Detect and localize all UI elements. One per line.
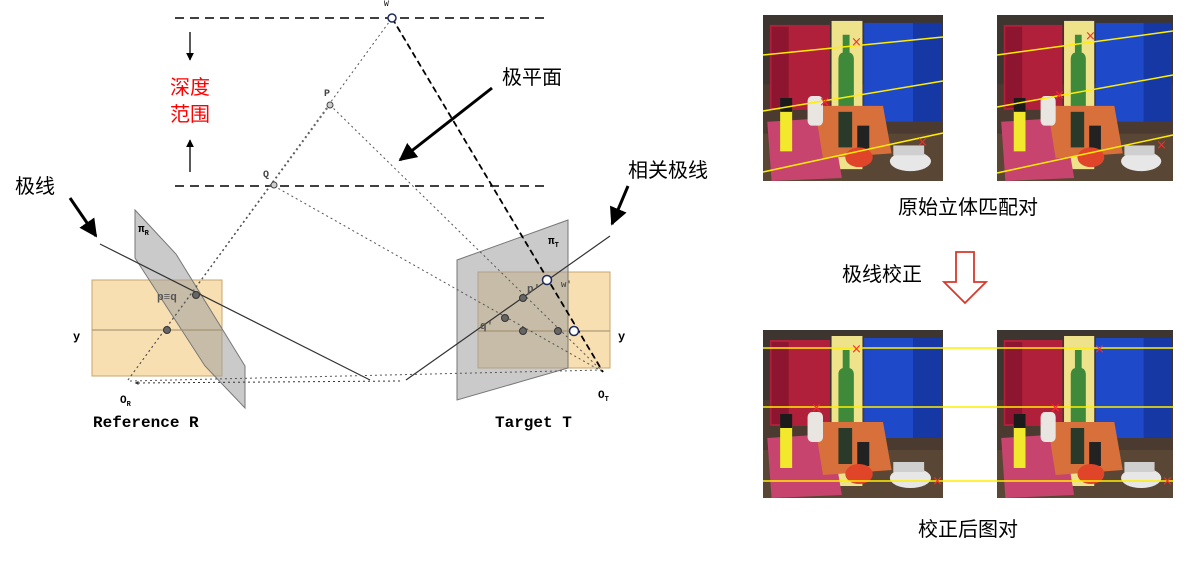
label-y-left: y bbox=[73, 330, 80, 344]
point-w-lower bbox=[541, 274, 553, 286]
match-marker: × bbox=[811, 401, 822, 416]
label-p-upper: P bbox=[324, 89, 330, 100]
projection-rays bbox=[127, 17, 604, 382]
label-w-lower: w' bbox=[561, 280, 572, 290]
match-marker: × bbox=[851, 342, 862, 357]
label-y-right: y bbox=[618, 330, 625, 344]
match-marker: × bbox=[1162, 474, 1173, 489]
photo-rectified-right bbox=[997, 330, 1173, 498]
label-o-t: OT bbox=[598, 390, 609, 404]
label-pi-t: πT bbox=[548, 236, 559, 250]
point-target-center-2 bbox=[554, 327, 562, 335]
arrow-corresponding-epipolar-line bbox=[609, 185, 630, 226]
match-marker: × bbox=[1156, 138, 1167, 153]
label-epipolar-line: 极线 bbox=[15, 174, 55, 198]
label-q-lower: q' bbox=[480, 321, 493, 333]
rectify-down-arrow-icon bbox=[941, 251, 989, 305]
corresponding-epipolar-line bbox=[405, 235, 611, 381]
label-pi-r: πR bbox=[138, 224, 150, 238]
point-p-upper bbox=[326, 101, 334, 109]
photo-original-left: × × × bbox=[762, 15, 944, 181]
target-projection-plane bbox=[456, 219, 569, 401]
label-rectify: 极线校正 bbox=[842, 262, 922, 286]
ray-w-target bbox=[391, 17, 604, 373]
match-marker: × bbox=[1050, 401, 1061, 416]
point-w-lower-projected bbox=[568, 325, 580, 337]
match-marker: × bbox=[819, 95, 830, 110]
caption-original: 原始立体匹配对 bbox=[898, 195, 1038, 219]
point-w-top bbox=[387, 13, 397, 23]
point-reference-center bbox=[163, 326, 171, 334]
caption-rectified: 校正后图对 bbox=[918, 517, 1018, 541]
label-q-upper: Q bbox=[263, 170, 269, 181]
arrow-epipolar-plane bbox=[398, 86, 493, 162]
label-reference: Reference R bbox=[93, 414, 199, 432]
label-p-lower: p' bbox=[527, 284, 540, 296]
point-q-upper bbox=[270, 181, 278, 189]
label-target: Target T bbox=[495, 414, 572, 432]
baseline-arrow bbox=[134, 380, 401, 385]
match-marker: × bbox=[851, 35, 862, 50]
depth-range-label-1: 深度 bbox=[170, 75, 210, 99]
photo-original-right: × × × bbox=[996, 15, 1174, 181]
match-marker: × bbox=[1094, 342, 1105, 357]
match-marker: × bbox=[1085, 29, 1096, 44]
epipolar-line bbox=[99, 243, 371, 381]
match-marker: × bbox=[932, 474, 943, 489]
point-q-lower bbox=[501, 314, 509, 322]
label-p-equiv-q: p≡q bbox=[157, 292, 177, 304]
point-p-equiv-q bbox=[192, 291, 200, 299]
point-p-lower bbox=[519, 294, 527, 302]
match-marker: × bbox=[1054, 88, 1065, 103]
arrow-epipolar-line bbox=[68, 197, 98, 238]
match-marker: × bbox=[917, 135, 928, 150]
point-target-center-1 bbox=[519, 327, 527, 335]
label-corresponding-epipolar-line: 相关极线 bbox=[628, 158, 708, 182]
label-w-top: W bbox=[384, 0, 389, 9]
label-o-r: OR bbox=[120, 395, 132, 409]
reference-projection-plane bbox=[134, 208, 246, 410]
depth-range-label-2: 范围 bbox=[170, 102, 210, 126]
label-epipolar-plane: 极平面 bbox=[502, 65, 562, 89]
